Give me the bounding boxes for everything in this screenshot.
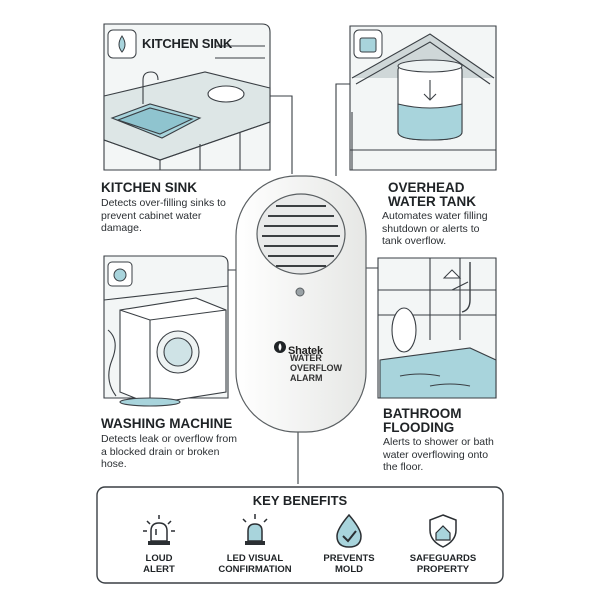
bathroom-description: Alerts to shower or bath water overflowi… <box>383 436 494 473</box>
benefit-label-line2: CONFIRMATION <box>218 564 292 575</box>
benefit-label-line1: LED VISUAL <box>226 553 284 564</box>
device-line-2: OVERFLOW <box>290 363 342 373</box>
benefit-label-line1: SAFEGUARDS <box>409 553 477 564</box>
bathroom-heading-line2: FLOODING <box>383 420 455 435</box>
device-line-1: WATER <box>290 353 322 363</box>
washing-machine-description: Detects leak or overflow from a blocked … <box>101 433 237 470</box>
benefit-label-line1: LOUD <box>145 553 173 564</box>
device-line-3: ALARM <box>290 373 323 383</box>
overhead-tank-heading-line2: WATER TANK <box>388 194 476 209</box>
kitchen-sink-panel-label: KITCHEN SINK <box>142 36 233 51</box>
bathroom-badge-icon <box>442 269 462 279</box>
washing-machine-illustration <box>103 255 229 407</box>
benefit-label-line1: PREVENTS <box>323 553 375 564</box>
bathroom-heading-line1: BATHROOM <box>383 406 462 421</box>
siren-icon <box>139 511 179 551</box>
overhead-tank-badge-icon <box>353 29 383 59</box>
overhead-tank-description: Automates water filling shutdown or aler… <box>382 210 488 247</box>
led-indicator <box>295 287 305 297</box>
water-drop-icon <box>329 511 369 551</box>
benefit-label-line2: MOLD <box>335 564 363 575</box>
key-benefits-title: KEY BENEFITS <box>252 493 348 508</box>
speaker-grille <box>262 205 340 267</box>
kitchen-sink-illustration <box>103 23 271 171</box>
beacon-light-icon <box>235 511 275 551</box>
washing-machine-heading: WASHING MACHINE <box>101 416 233 431</box>
device-product-name: WATER OVERFLOW ALARM <box>290 353 350 383</box>
shield-icon <box>423 511 463 551</box>
benefits-box <box>96 486 504 584</box>
overhead-tank-illustration <box>349 25 497 171</box>
device-brand-name: Shatek <box>288 345 323 357</box>
bathroom-illustration <box>377 257 497 399</box>
kitchen-sink-heading: KITCHEN SINK <box>101 180 198 195</box>
overhead-tank-heading-line1: OVERHEAD <box>388 180 465 195</box>
kitchen-sink-badge-icon <box>107 29 137 59</box>
alarm-device <box>235 175 367 433</box>
washing-machine-badge-icon <box>107 261 133 287</box>
benefit-label-line2: PROPERTY <box>416 564 470 575</box>
kitchen-sink-description: Detects over-filling sinks to prevent ca… <box>101 197 226 234</box>
benefit-label-line2: ALERT <box>143 564 175 575</box>
